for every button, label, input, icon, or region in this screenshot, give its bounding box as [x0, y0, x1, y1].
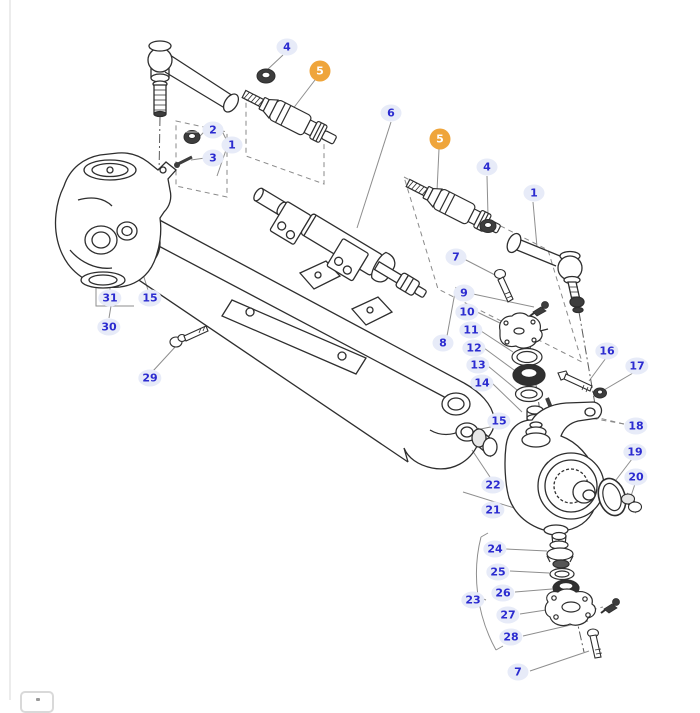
- bolt-16: [557, 370, 593, 393]
- callout-4-0[interactable]: 4: [276, 38, 298, 56]
- callout-20-22[interactable]: 20: [624, 468, 648, 486]
- nut-4-right: [479, 219, 497, 233]
- bushing-20: [620, 492, 643, 514]
- callout-2-2[interactable]: 2: [202, 121, 224, 139]
- callout-15-19[interactable]: 15: [487, 412, 511, 430]
- right-knuckle-housing: [504, 401, 605, 536]
- cylinder-ram-top: [241, 89, 337, 145]
- callout-9-10[interactable]: 9: [453, 284, 475, 302]
- callout-1-8[interactable]: 1: [523, 184, 545, 202]
- callout-11-12[interactable]: 11: [459, 321, 483, 339]
- callout-5-6[interactable]: 5: [429, 128, 451, 150]
- callout-12-14[interactable]: 12: [462, 339, 486, 357]
- callout-6-5[interactable]: 6: [380, 104, 402, 122]
- callout-16-17[interactable]: 16: [595, 342, 619, 360]
- left-knuckle-housing: [54, 152, 177, 289]
- callout-1-3[interactable]: 1: [221, 136, 243, 154]
- cap-plate-10: [499, 312, 549, 349]
- tie-rod-left: [147, 40, 240, 118]
- callout-18-20[interactable]: 18: [624, 417, 648, 435]
- callout-17-18[interactable]: 17: [625, 357, 649, 375]
- bolt-29: [169, 325, 209, 348]
- callout-22-23[interactable]: 22: [481, 476, 505, 494]
- callout-21-24[interactable]: 21: [481, 501, 505, 519]
- callout-3-4[interactable]: 3: [202, 149, 224, 167]
- lower-kingpin-stack: [544, 531, 597, 627]
- pin-3: [174, 155, 193, 168]
- callout-31-25[interactable]: 31: [98, 289, 122, 307]
- seal-19: [597, 477, 627, 517]
- grease-fitting-9: [529, 301, 549, 317]
- callout-19-21[interactable]: 19: [623, 443, 647, 461]
- callout-28-34[interactable]: 28: [499, 628, 523, 646]
- callout-26-31[interactable]: 26: [491, 584, 515, 602]
- callout-4-7[interactable]: 4: [476, 158, 498, 176]
- tie-rod-right: [506, 232, 585, 314]
- bolt-7-upper: [493, 268, 514, 303]
- callout-23-32[interactable]: 23: [461, 591, 485, 609]
- callout-7-9[interactable]: 7: [445, 248, 467, 266]
- nut-2: [183, 130, 201, 144]
- callout-13-15[interactable]: 13: [466, 356, 490, 374]
- callout-29-28[interactable]: 29: [138, 369, 162, 387]
- callout-14-16[interactable]: 14: [470, 374, 494, 392]
- callout-10-11[interactable]: 10: [455, 303, 479, 321]
- bolt-7-lower: [586, 628, 603, 659]
- nut-17: [593, 387, 607, 399]
- callout-24-29[interactable]: 24: [483, 540, 507, 558]
- corner-toolbar-button[interactable]: [20, 691, 54, 713]
- grease-fitting-lower: [600, 598, 620, 614]
- callout-5-1[interactable]: 5: [309, 60, 331, 82]
- callout-7-35[interactable]: 7: [507, 663, 529, 681]
- callout-15-26[interactable]: 15: [138, 289, 162, 307]
- nut-4-top: [256, 68, 276, 84]
- callout-25-30[interactable]: 25: [486, 563, 510, 581]
- steering-cylinder: [253, 187, 427, 298]
- left-edge-divider: [9, 0, 11, 700]
- callout-30-27[interactable]: 30: [97, 318, 121, 336]
- callout-27-33[interactable]: 27: [496, 606, 520, 624]
- callout-8-13[interactable]: 8: [432, 334, 454, 352]
